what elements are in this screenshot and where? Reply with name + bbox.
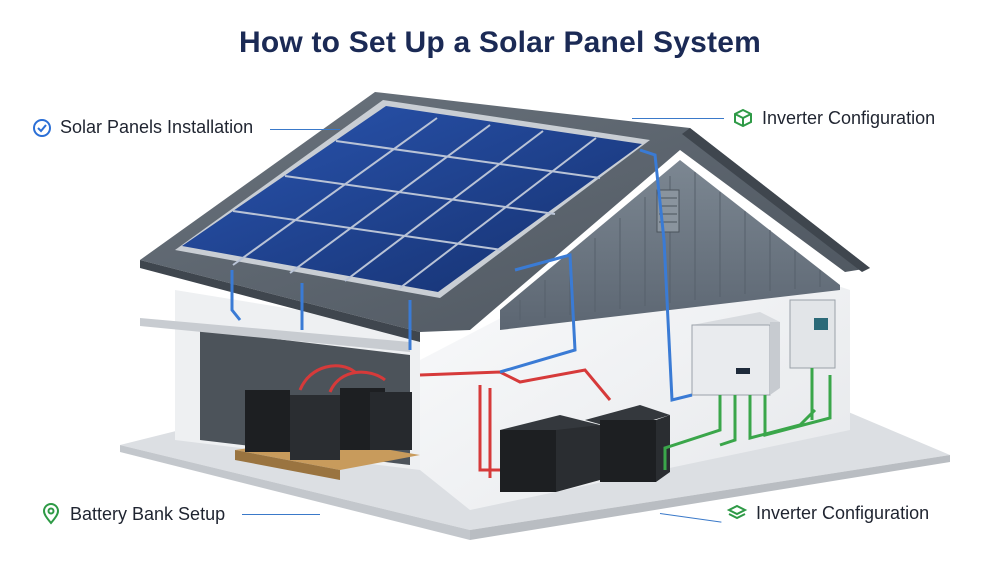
- cube-icon: [734, 108, 752, 128]
- check-circle-icon: [33, 118, 51, 137]
- garage-battery-bank: [245, 388, 412, 460]
- callout-battery-bank: Battery Bank Setup: [40, 503, 225, 525]
- leader-line-inverter-top: [632, 118, 724, 119]
- callout-inverter-bottom: Inverter Configuration: [726, 502, 929, 524]
- callout-solar-panels: Solar Panels Installation: [32, 117, 253, 138]
- inverter-unit: [691, 312, 780, 396]
- side-battery-bank: [500, 405, 670, 492]
- leader-line-battery: [242, 514, 320, 515]
- callout-label: Inverter Configuration: [762, 107, 936, 128]
- callout-label: Inverter Configuration: [756, 502, 930, 523]
- callout-label: Battery Bank Setup: [70, 503, 226, 524]
- solar-array: [175, 100, 650, 298]
- leader-line-solar: [270, 129, 340, 130]
- callout-label: Solar Panels Installation: [60, 117, 254, 137]
- charge-controller: [789, 299, 836, 369]
- page-title: How to Set Up a Solar Panel System: [239, 26, 761, 59]
- location-pin-icon: [42, 503, 60, 525]
- layers-icon: [726, 504, 748, 520]
- callout-inverter-top: Inverter Configuration: [732, 107, 935, 129]
